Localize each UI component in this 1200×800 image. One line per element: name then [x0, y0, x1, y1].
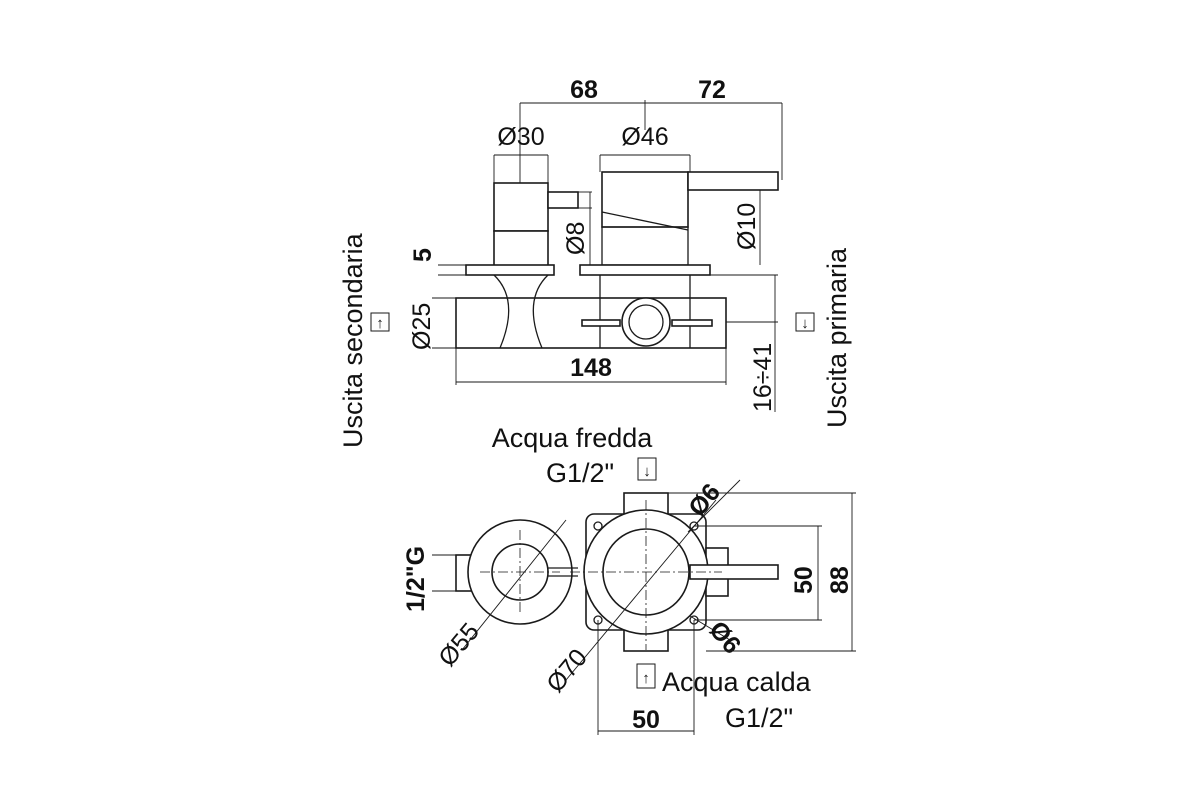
label-uscita-primaria: Uscita primaria	[822, 247, 852, 428]
primary-lever	[687, 171, 779, 191]
primary-lever-front	[689, 564, 779, 580]
label-hot-thread: G1/2"	[725, 703, 793, 733]
dim-16-41: 16÷41	[749, 343, 777, 412]
dim-68: 68	[570, 76, 598, 104]
side-view: 68 72 Ø30 Ø46 Ø8 Ø10 5	[338, 76, 852, 448]
wall-plate-left	[465, 264, 555, 276]
secondary-knob	[493, 182, 549, 232]
arrow-up-icon: ↑	[642, 670, 650, 687]
dim-thread-left: 1/2"G	[402, 546, 430, 612]
arrow-down-icon: ↓	[801, 315, 809, 332]
label-uscita-secondaria: Uscita secondaria	[338, 232, 368, 448]
dim-148: 148	[570, 354, 612, 382]
dim-dia-8: Ø8	[562, 222, 590, 255]
arrow-up-box-secondary	[370, 312, 390, 332]
arrow-up-icon: ↑	[376, 315, 384, 332]
dim-88: 88	[826, 566, 854, 594]
arrow-down-box-cold	[637, 457, 657, 481]
dim-dia-6-bottom: Ø6	[703, 616, 746, 660]
dim-dia-30: Ø30	[497, 123, 544, 151]
arrow-down-box-primary	[795, 312, 815, 332]
secondary-lever	[547, 191, 579, 209]
primary-stem	[601, 226, 689, 266]
arrow-down-icon: ↓	[643, 463, 651, 480]
dim-dia-25: Ø25	[408, 303, 436, 350]
dim-dia-10: Ø10	[733, 203, 761, 250]
inlet-port-inner	[628, 304, 664, 340]
front-view: Acqua fredda G1/2" ↓ 1/2"G Ø55	[402, 423, 856, 735]
dim-5: 5	[409, 248, 437, 262]
dim-dia-46: Ø46	[621, 123, 668, 151]
label-acqua-fredda: Acqua fredda	[492, 423, 654, 453]
dim-50-bottom: 50	[632, 706, 660, 734]
dim-50-right: 50	[790, 566, 818, 594]
secondary-stem	[493, 230, 549, 268]
label-cold-thread: G1/2"	[546, 458, 614, 488]
label-acqua-calda: Acqua calda	[662, 667, 812, 697]
dim-72: 72	[698, 76, 726, 104]
primary-knob	[601, 171, 689, 228]
arrow-up-box-hot	[636, 663, 656, 689]
screw-hole-tl	[593, 521, 603, 531]
wall-plate-right	[579, 264, 711, 276]
dim-dia-55: Ø55	[433, 618, 485, 672]
dim-dia-70: Ø70	[541, 644, 593, 698]
